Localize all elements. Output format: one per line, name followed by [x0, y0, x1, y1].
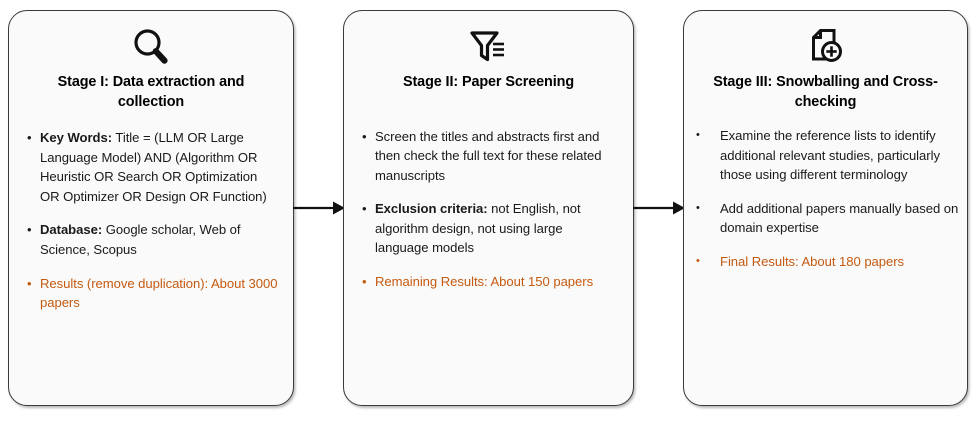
bullet-text: Final Results: About 180 papers — [720, 253, 905, 269]
bullet-body: Title = (LLM OR Large Language Model) AN… — [40, 130, 267, 204]
bullet-dot: • — [27, 130, 32, 145]
bullet-dot: • — [27, 222, 32, 238]
bullet-dot: • — [362, 201, 367, 217]
bullet-text: Key Words: Title = (LLM OR Large Languag… — [40, 128, 279, 206]
bullet-dot: • — [696, 129, 700, 141]
bullet-dot: • — [362, 128, 367, 144]
stage-bullet-list: • Screen the titles and abstracts first … — [344, 127, 633, 292]
arrow-stage1-to-stage2 — [293, 201, 345, 215]
list-item-result: • Results (remove duplication): About 30… — [27, 274, 279, 313]
stage-bullet-list: • Examine the reference lists to identif… — [684, 126, 967, 272]
stage-bullet-list: • Key Words: Title = (LLM OR Large Langu… — [9, 128, 293, 313]
arrow-stage2-to-stage3 — [633, 201, 685, 215]
bullet-body: Google scholar, Web of Science, Scopus — [40, 222, 241, 257]
list-item: • Exclusion criteria: not English, not a… — [362, 199, 619, 258]
list-item: • Add additional papers manually based o… — [696, 199, 959, 238]
bullet-text: Examine the reference lists to identify … — [720, 128, 940, 183]
filter-funnel-icon — [466, 23, 512, 71]
list-item: • Key Words: Title = (LLM OR Large Langu… — [27, 128, 279, 206]
list-item: • Examine the reference lists to identif… — [696, 126, 959, 185]
bullet-label: Key Words: — [40, 130, 113, 145]
bullet-dot: • — [696, 254, 700, 267]
stage-title: Stage II: Paper Screening — [402, 74, 575, 90]
bullet-text: Database: Google scholar, Web of Science… — [40, 220, 279, 259]
list-item-result: • Final Results: About 180 papers — [696, 252, 959, 272]
stage-title: Stage I: Data extraction and collection — [57, 74, 245, 110]
bullet-text: Screen the titles and abstracts first an… — [375, 128, 602, 183]
list-item-result: • Remaining Results: About 150 papers — [362, 272, 619, 292]
bullet-label: Exclusion criteria: — [375, 201, 488, 217]
list-item: • Database: Google scholar, Web of Scien… — [27, 220, 279, 259]
bullet-text: Exclusion criteria: not English, not alg… — [375, 199, 619, 258]
magnifier-icon — [129, 23, 173, 71]
bullet-dot: • — [696, 201, 700, 214]
bullet-dot: • — [362, 274, 367, 290]
document-add-icon — [803, 23, 849, 71]
bullet-label: Database: — [40, 222, 103, 238]
bullet-text: Add additional papers manually based on … — [720, 200, 959, 236]
stage-card-2: Stage II: Paper Screening • Screen the t… — [343, 10, 634, 406]
stage-title: Stage III: Snowballing and Cross-checkin… — [713, 74, 938, 110]
bullet-text: Remaining Results: About 150 papers — [375, 274, 594, 290]
stage-card-1: Stage I: Data extraction and collection … — [8, 10, 294, 406]
bullet-text: Results (remove duplication): About 3000… — [40, 275, 278, 311]
bullet-dot: • — [27, 275, 32, 291]
list-item: • Screen the titles and abstracts first … — [362, 127, 619, 186]
bullet-body: not English, not algorithm design, not u… — [375, 201, 581, 256]
stage-card-3: Stage III: Snowballing and Cross-checkin… — [683, 10, 968, 406]
